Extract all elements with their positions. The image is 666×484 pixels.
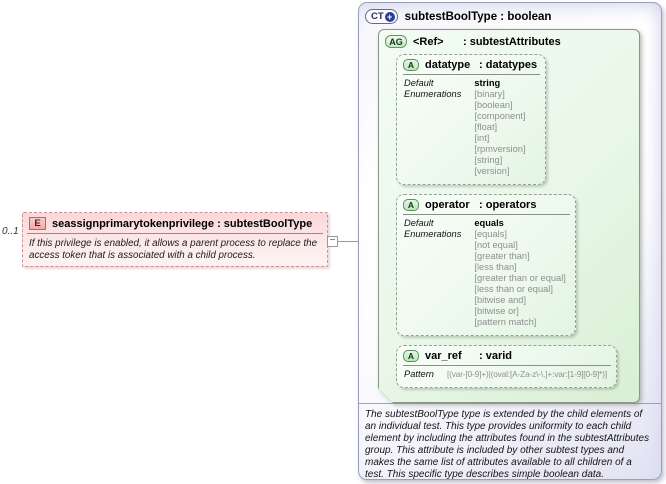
facet-value: [equals] bbox=[474, 229, 507, 239]
facet-label: Enumerations bbox=[404, 229, 462, 239]
attribute-type: : operators bbox=[479, 199, 537, 211]
facet-value: [string] bbox=[474, 155, 503, 165]
facet-value: [pattern match] bbox=[474, 317, 537, 327]
element-badge: E bbox=[29, 217, 46, 230]
attribute-type: : datatypes bbox=[479, 59, 538, 71]
attribute-box[interactable]: A var_ref : varid Pattern [(var-[0-9]+)|(… bbox=[396, 345, 617, 388]
expand-plus-icon: + bbox=[384, 11, 395, 22]
element-annotation: If this privilege is enabled, it allows … bbox=[29, 238, 318, 261]
connector-line bbox=[338, 241, 359, 242]
element-box[interactable]: E seassignprimarytokenprivilege : subtes… bbox=[22, 212, 328, 267]
attribute-group-header: AG <Ref> : subtestAttributes bbox=[379, 30, 639, 52]
attribute-group-box[interactable]: AG <Ref> : subtestAttributes A datatype … bbox=[378, 29, 640, 403]
attribute-type: : varid bbox=[479, 350, 513, 362]
attribute-name: operator bbox=[425, 199, 470, 211]
attribute-name: datatype bbox=[425, 59, 471, 71]
attribute-separator bbox=[403, 74, 540, 75]
facet-value: [bitwise and] bbox=[474, 295, 527, 305]
facet-values: [binary][boolean][component][float][int]… bbox=[474, 89, 536, 177]
description-separator bbox=[359, 403, 661, 404]
facet-value: [not equal] bbox=[474, 240, 518, 250]
facet-label: Pattern bbox=[404, 369, 434, 379]
attribute-group-ref: <Ref> bbox=[413, 35, 444, 48]
cardinality-label: 0..1 bbox=[2, 226, 19, 237]
facet-value: string bbox=[474, 78, 501, 88]
facet-value: [(var-[0-9]+)|(oval:[A-Za-z\-\.]+:var:[1… bbox=[446, 369, 608, 379]
attribute-group-type: : subtestAttributes bbox=[463, 35, 561, 48]
facet-value: [boolean] bbox=[474, 100, 513, 110]
attribute-header: A operator : operators bbox=[397, 195, 575, 213]
collapse-toggle-icon[interactable]: − bbox=[327, 236, 338, 247]
element-separator bbox=[27, 233, 323, 234]
attribute-group-badge: AG bbox=[385, 35, 407, 48]
attribute-badge: A bbox=[403, 350, 419, 362]
facet-value: [less than] bbox=[474, 262, 517, 272]
facet-value: [greater than or equal] bbox=[474, 273, 566, 283]
facet-values: string bbox=[474, 78, 536, 89]
facet-value: [rpmversion] bbox=[474, 144, 526, 154]
facet-value: [bitwise or] bbox=[474, 306, 519, 316]
attribute-separator bbox=[403, 214, 570, 215]
facet-table: Pattern [(var-[0-9]+)|(oval:[A-Za-z\-\.]+… bbox=[397, 369, 616, 382]
facet-value: equals bbox=[474, 218, 504, 228]
element-header: E seassignprimarytokenprivilege : subtes… bbox=[23, 213, 327, 232]
facet-values: [(var-[0-9]+)|(oval:[A-Za-z\-\.]+:var:[1… bbox=[447, 369, 607, 380]
facet-label: Default bbox=[404, 218, 434, 228]
facet-value: [int] bbox=[474, 133, 490, 143]
facet-value: [less than or equal] bbox=[474, 284, 553, 294]
facet-label: Enumerations bbox=[404, 89, 462, 99]
attribute-badge: A bbox=[403, 199, 419, 211]
complextype-description: The subtestBoolType type is extended by … bbox=[365, 409, 650, 480]
attribute-header: A var_ref : varid bbox=[397, 346, 616, 364]
complextype-title: subtestBoolType : boolean bbox=[404, 10, 552, 23]
element-title: seassignprimarytokenprivilege : subtestB… bbox=[52, 217, 313, 230]
facet-value: [version] bbox=[474, 166, 510, 176]
attribute-group-shadow: AG <Ref> : subtestAttributes A datatype … bbox=[378, 29, 640, 403]
facet-values: equals bbox=[474, 218, 565, 229]
attribute-badge: A bbox=[403, 59, 419, 71]
attribute-name: var_ref bbox=[425, 350, 462, 362]
facet-value: [component] bbox=[474, 111, 526, 121]
facet-label: Default bbox=[404, 78, 434, 88]
complextype-badge[interactable]: CT + bbox=[365, 9, 398, 24]
facet-value: [binary] bbox=[474, 89, 505, 99]
complextype-badge-label: CT bbox=[371, 11, 384, 22]
facet-values: [equals][not equal][greater than][less t… bbox=[474, 229, 565, 328]
complextype-header: CT + subtestBoolType : boolean bbox=[359, 3, 661, 27]
facet-value: [float] bbox=[474, 122, 498, 132]
attribute-header: A datatype : datatypes bbox=[397, 55, 545, 73]
complextype-panel: CT + subtestBoolType : boolean AG <Ref> … bbox=[358, 2, 662, 480]
attribute-separator bbox=[403, 365, 611, 366]
facet-value: [greater than] bbox=[474, 251, 530, 261]
